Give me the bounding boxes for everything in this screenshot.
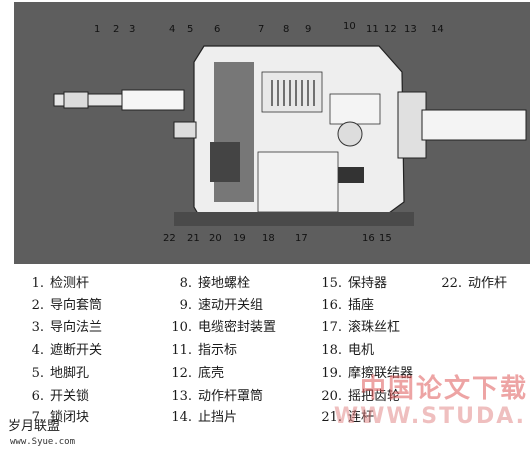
parts-legend: 1.检测杆 2.导向套筒 3.导向法兰 4.遮断开关 5.地脚孔 6.开关锁 7… [0,268,530,454]
legend-item: 14.止挡片 [171,410,238,425]
callout-3: 3 [129,24,136,35]
legend-item: 3.导向法兰 [31,320,103,335]
callout-10: 10 [343,21,356,32]
callout-4: 4 [169,24,176,35]
legend-item: 19.摩擦联结器 [321,366,414,381]
legend-item: 10.电缆密封装置 [171,320,277,335]
legend-item: 5.地脚孔 [31,366,90,381]
callout-7: 7 [258,24,265,35]
callout-8: 8 [283,24,290,35]
legend-item: 20.摇把齿轮 [321,389,401,404]
callout-9: 9 [305,24,312,35]
callout-21: 21 [187,233,200,244]
callout-20: 20 [209,233,222,244]
legend-item: 4.遮断开关 [31,343,103,358]
legend-item: 12.底壳 [171,366,225,381]
legend-item: 21.连杆 [321,410,375,425]
callout-13: 13 [404,24,417,35]
callout-16: 16 [362,233,375,244]
legend-item: 6.开关锁 [31,389,90,404]
callout-22: 22 [163,233,176,244]
callout-18: 18 [262,233,275,244]
legend-item: 9.速动开关组 [179,298,264,313]
callout-12: 12 [384,24,397,35]
callout-19: 19 [233,233,246,244]
watermark-right: 中国论文下载 [359,374,528,404]
legend-item: 17.滚珠丝杠 [321,320,401,335]
legend-item: 7.锁闭块 [31,410,90,425]
callout-1: 1 [94,24,101,35]
legend-item: 22.动作杆 [441,276,508,291]
watermark-left-url: www.Syue.com [10,437,76,447]
callout-6: 6 [214,24,221,35]
legend-item: 13.动作杆罩筒 [171,389,264,404]
legend-item: 8.接地螺栓 [179,276,251,291]
watermark-right-url: WWW.STUDA. [333,404,526,429]
callout-14: 14 [431,24,444,35]
legend-item: 16.插座 [321,298,375,313]
callout-11: 11 [366,24,379,35]
legend-item: 15.保持器 [321,276,388,291]
machine-drawing [14,2,530,264]
machine-photo [14,2,530,264]
legend-item: 1.检测杆 [31,276,90,291]
watermark-left: 岁月联盟 [8,419,61,434]
legend-item: 11.指示标 [171,343,238,358]
callout-5: 5 [187,24,194,35]
callout-17: 17 [295,233,308,244]
callout-2: 2 [113,24,120,35]
legend-item: 2.导向套筒 [31,298,103,313]
callout-15: 15 [379,233,392,244]
legend-item: 18.电机 [321,343,375,358]
